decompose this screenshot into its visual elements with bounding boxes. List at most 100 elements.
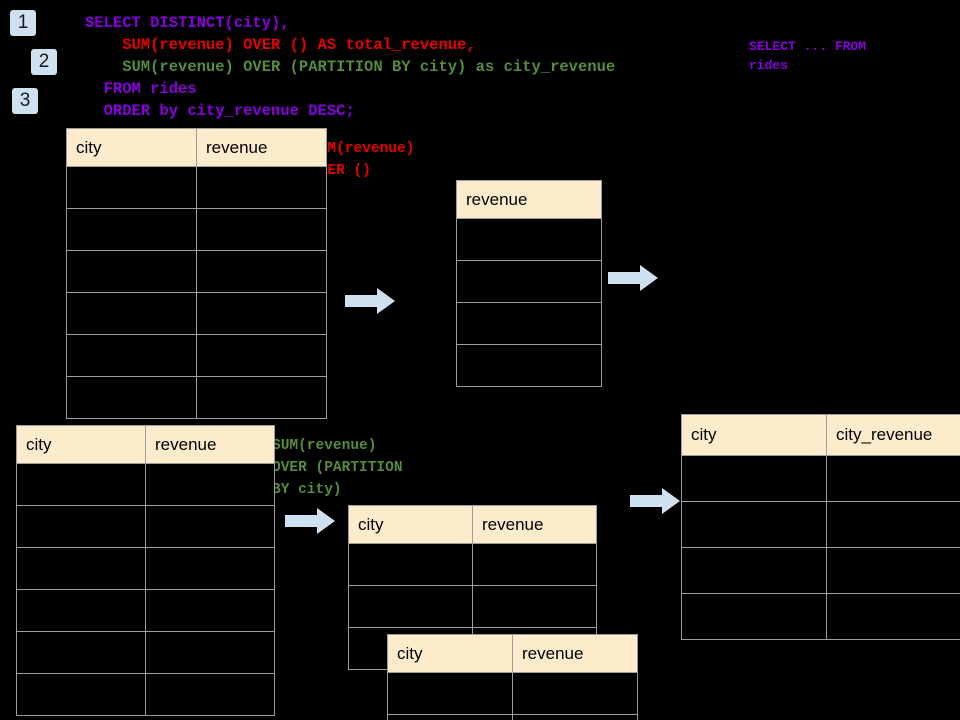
column-header-city: city (681, 414, 827, 456)
column-header-city_revenue: city_revenue (826, 414, 960, 456)
table-cell (387, 714, 513, 720)
column-header-city: city (16, 425, 146, 464)
step-badge-3[interactable]: 3 (12, 88, 38, 114)
table-cell (681, 501, 827, 548)
arrow-source-to-partition (285, 508, 335, 534)
table-row (66, 376, 327, 419)
table-cell (66, 208, 197, 251)
table-cell (196, 208, 327, 251)
table-row (16, 631, 275, 674)
table-cell (196, 376, 327, 419)
table-cell (512, 714, 638, 720)
table-cell (456, 302, 602, 345)
table-cell (66, 334, 197, 377)
sql-line-order-by: ORDER by city_revenue DESC; (85, 102, 355, 120)
table-cell (16, 505, 146, 548)
table-cell (66, 250, 197, 293)
table-row (66, 250, 327, 293)
table-cell (826, 547, 960, 594)
step-badge-2[interactable]: 2 (31, 49, 57, 75)
table-row (456, 302, 602, 345)
table-cell (16, 463, 146, 506)
arrow-partition-to-result (630, 488, 680, 514)
table-cell (348, 543, 473, 586)
note-select-from-rides: SELECT ... FROM rides (749, 39, 867, 73)
table-cell (16, 547, 146, 590)
table-cell (826, 455, 960, 502)
table-cell (145, 505, 275, 548)
step-badge-1[interactable]: 1 (10, 10, 36, 36)
table-row (66, 334, 327, 377)
column-header-city: city (66, 128, 197, 167)
table-cell (456, 260, 602, 303)
table-row (681, 501, 960, 548)
table-cell (145, 673, 275, 716)
table-row (66, 166, 327, 209)
sql-line-city-revenue: SUM(revenue) OVER (PARTITION BY city) as… (85, 58, 616, 76)
table-cell (456, 344, 602, 387)
table-row (387, 714, 638, 720)
table-cell (145, 463, 275, 506)
column-header-revenue: revenue (196, 128, 327, 167)
table-cell (681, 455, 827, 502)
table-row (456, 218, 602, 261)
table-cell (16, 631, 146, 674)
table-cell (145, 547, 275, 590)
table-row (66, 292, 327, 335)
table-cell (681, 547, 827, 594)
column-header-revenue: revenue (145, 425, 275, 464)
table-cell (456, 218, 602, 261)
table-cell (826, 501, 960, 548)
table-cell (16, 589, 146, 632)
table-cell (681, 593, 827, 640)
arrow-total-to-result (608, 265, 658, 291)
table-row (681, 593, 960, 640)
table-row (66, 208, 327, 251)
column-header-revenue: revenue (456, 180, 602, 219)
table-cell (66, 166, 197, 209)
column-header-city: city (387, 634, 513, 673)
column-header-revenue: revenue (512, 634, 638, 673)
table-cell (472, 543, 597, 586)
table-cell (826, 593, 960, 640)
table-row (16, 547, 275, 590)
table-row (348, 543, 597, 586)
sql-line-select-distinct: SELECT DISTINCT(city), (85, 14, 290, 32)
table-cell (196, 292, 327, 335)
table-cell (66, 292, 197, 335)
table-row (16, 505, 275, 548)
table-cell (145, 631, 275, 674)
table-cell (66, 376, 197, 419)
table-cell (196, 334, 327, 377)
sql-line-total-revenue: SUM(revenue) OVER () AS total_revenue, (85, 36, 476, 54)
table-row (387, 672, 638, 715)
table-row (16, 589, 275, 632)
table-row (16, 463, 275, 506)
table-row (16, 673, 275, 716)
table-cell (196, 166, 327, 209)
table-cell (387, 672, 513, 715)
table-cell (16, 673, 146, 716)
arrow-source-to-total (345, 288, 395, 314)
table-cell (196, 250, 327, 293)
table-cell (348, 585, 473, 628)
table-row (456, 260, 602, 303)
table-cell (145, 589, 275, 632)
table-row (681, 547, 960, 594)
table-cell (512, 672, 638, 715)
table-row (348, 585, 597, 628)
table-row (681, 455, 960, 502)
annotation-sum-over-partition: SUM(revenue) OVER (PARTITION BY city) (272, 438, 403, 498)
column-header-city: city (348, 505, 473, 544)
column-header-revenue: revenue (472, 505, 597, 544)
table-cell (472, 585, 597, 628)
